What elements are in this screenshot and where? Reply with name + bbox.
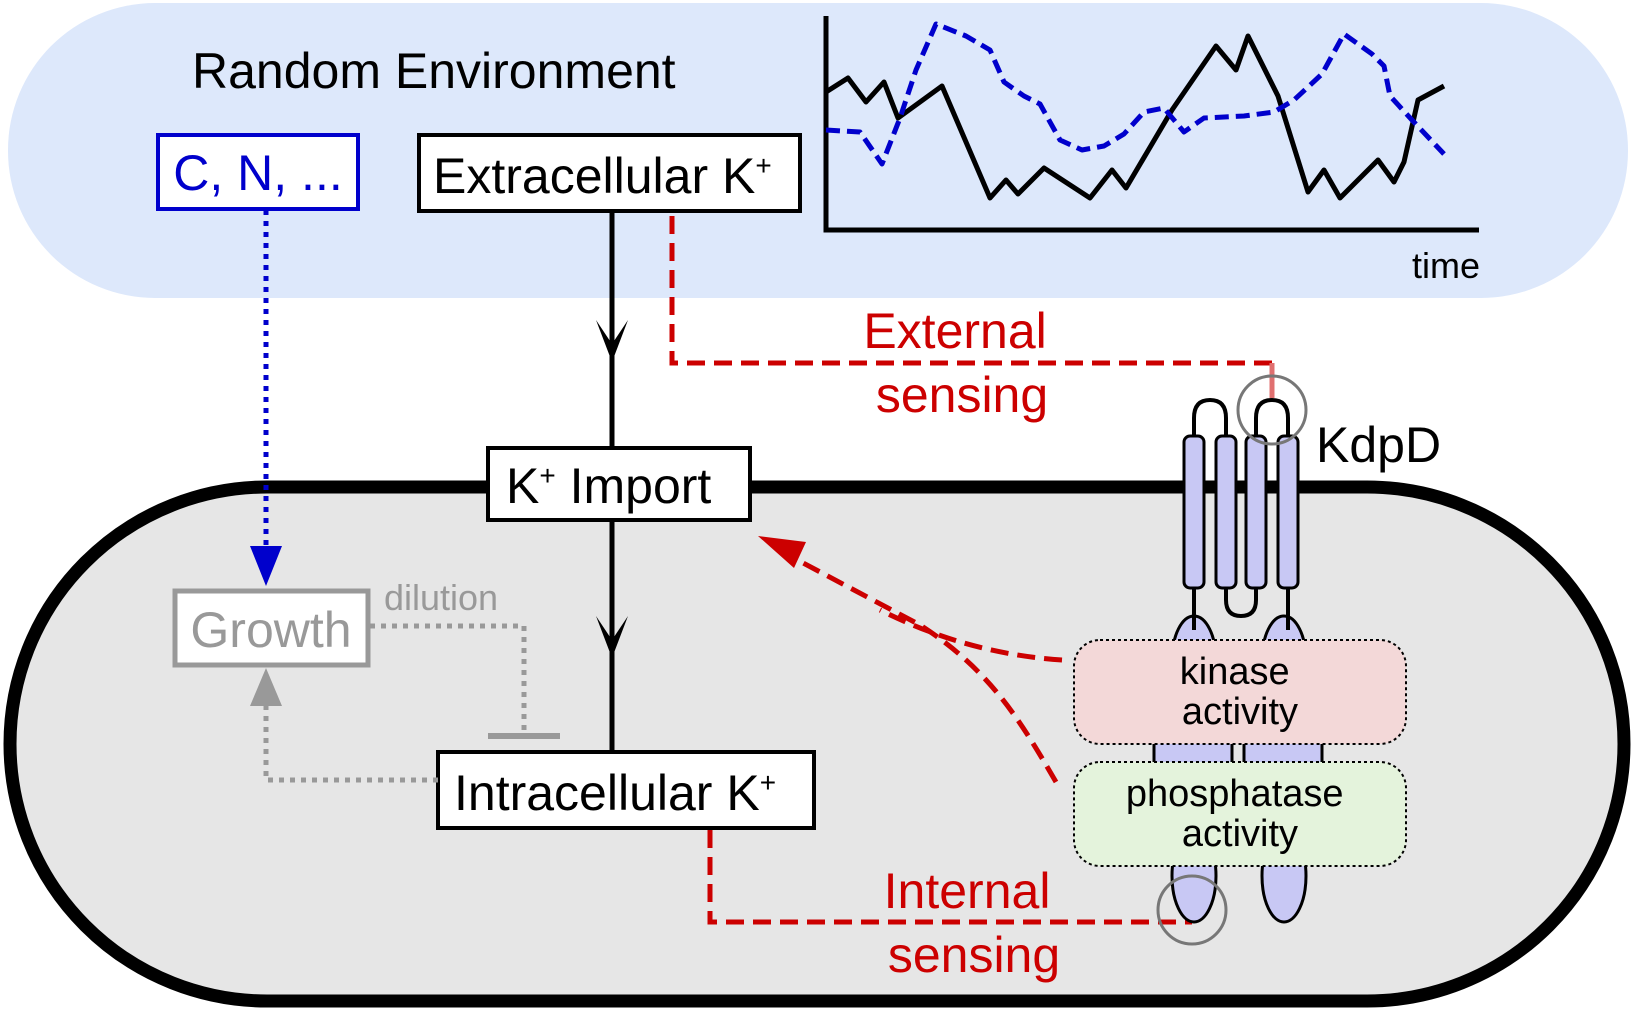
external-sensing-line — [669, 216, 1272, 366]
kdpd-helix-4 — [1276, 434, 1300, 590]
nutrients-label: C, N, ... — [173, 145, 342, 201]
phosphatase-activity-box — [1073, 761, 1407, 867]
dilution-line — [370, 623, 527, 734]
intracellular-to-growth-line — [263, 700, 438, 783]
nutrients-box — [156, 133, 360, 211]
nutrients-to-growth-arrowhead — [250, 546, 282, 586]
k-import-label: K+ Import — [506, 458, 711, 514]
kdpd-protein: kinase activity phosphatase activity Kdp… — [1073, 374, 1441, 946]
series-dashed — [825, 21, 1446, 167]
import-to-intracellular-arrowhead — [596, 616, 628, 658]
kdpd-loop-bottom-mid — [1224, 580, 1258, 619]
environment-region — [8, 3, 1628, 298]
external-sensing-site — [1236, 374, 1308, 446]
cell-membrane — [3, 480, 1631, 1008]
kdpd-helix-3 — [1244, 434, 1268, 590]
internal-sensing-site — [1156, 874, 1228, 946]
internal-sensing-line — [707, 830, 1192, 925]
environment-title: Random Environment — [192, 43, 676, 99]
axis-y — [823, 16, 1479, 233]
kdpd-helix-1 — [1182, 434, 1206, 590]
kdpd-label: KdpD — [1316, 417, 1441, 473]
environment-timeseries: time — [823, 16, 1480, 286]
growth-label: Growth — [190, 602, 351, 658]
intracellular-k-box — [436, 750, 816, 830]
internal-sensing-label: Internal sensing — [884, 863, 1065, 983]
phosphatase-activity-label: phosphatase activity — [1126, 773, 1354, 855]
dilution-label: dilution — [384, 577, 498, 618]
kinase-activity-label: kinase activity — [1180, 651, 1300, 733]
growth-box — [172, 588, 371, 668]
extracellular-k-box — [417, 133, 802, 213]
intracellular-k-label: Intracellular K+ — [454, 765, 776, 821]
kdpd-loop-top-left — [1192, 397, 1228, 438]
external-sensing-label: External sensing — [863, 303, 1060, 423]
time-axis-label: time — [1412, 245, 1480, 286]
intracellular-to-growth-arrowhead — [250, 668, 282, 706]
kinase-activity-box — [1073, 639, 1407, 745]
extracellular-k-label: Extracellular K+ — [433, 148, 772, 204]
kdpd-loop-top-right — [1254, 397, 1290, 438]
kdpd-helix-2 — [1214, 434, 1238, 590]
regulation-arrowhead — [758, 536, 806, 568]
extracellular-to-import-arrowhead — [596, 320, 628, 362]
phosphatase-to-import-curve — [788, 553, 1059, 784]
series-solid — [824, 33, 1446, 201]
kinase-to-import-curve — [878, 607, 1063, 663]
k-import-box — [486, 446, 752, 522]
